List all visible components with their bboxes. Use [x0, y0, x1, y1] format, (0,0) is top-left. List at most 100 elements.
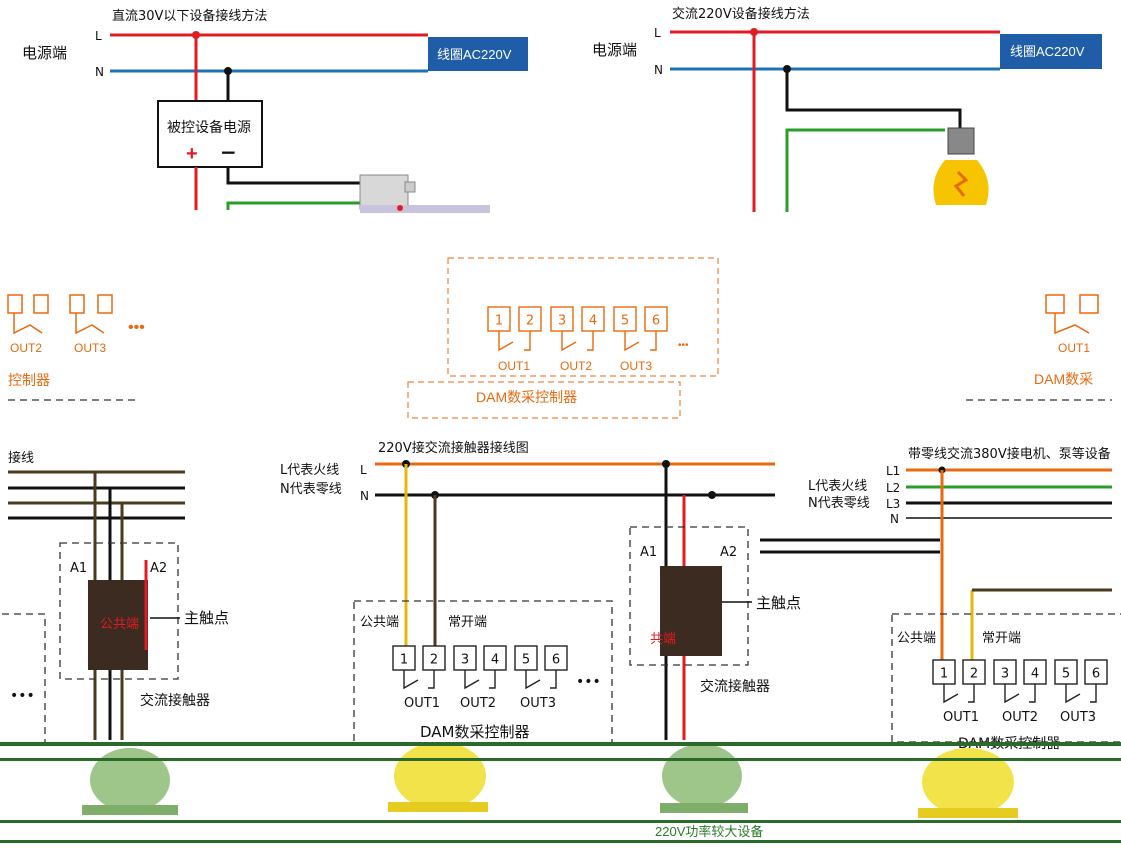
relay-switch [587, 331, 594, 351]
power-supply-box [157, 100, 263, 168]
out-label: OUT1 [498, 359, 530, 373]
panel-title: 220V接交流接触器接线图 [378, 440, 529, 456]
relay-switch [498, 331, 514, 352]
main-contact-label: 主触点 [756, 594, 801, 612]
terminal-box [962, 659, 986, 685]
a1-label: A1 [640, 545, 657, 560]
common-label: 公共端 [360, 615, 399, 630]
terminal-number: 1 [400, 652, 408, 667]
wire [226, 201, 362, 210]
out-label: OUT2 [460, 696, 496, 711]
device-label: 220V功率较大设备 [655, 824, 763, 839]
contactor-label: 交流接触器 [700, 678, 770, 695]
terminal-number: 5 [522, 652, 530, 667]
relay-switch [561, 331, 577, 352]
terminal-number: 2 [970, 666, 978, 681]
ground-band [0, 742, 1121, 843]
terminal-box [518, 306, 542, 332]
main-contact-label: 主触点 [184, 609, 229, 627]
out-label: OUT2 [560, 359, 592, 373]
terminal-box [422, 645, 446, 671]
terminal-number: 1 [495, 313, 503, 328]
power-label: 电源端 [22, 44, 67, 62]
fire-label: L代表火线 [808, 479, 867, 494]
relay-switch [403, 670, 419, 690]
line-n-label: N [95, 65, 104, 79]
light-bulb-icon [933, 127, 989, 205]
out-label: OUT2 [10, 341, 42, 355]
terminal-number: 4 [491, 652, 499, 667]
out-label: OUT3 [520, 696, 556, 711]
terminal-box [581, 306, 605, 332]
psu-title: 被控设备电源 [167, 119, 251, 136]
relay-switch [1029, 684, 1036, 703]
out-label: OUT1 [943, 710, 979, 725]
controller-label: 控制器 [8, 372, 50, 388]
wire [226, 167, 365, 185]
coil-label: 线圈AC220V [437, 47, 512, 62]
normally-open-label: 常开端 [982, 631, 1021, 646]
terminal-box [1023, 659, 1047, 685]
relay-switch [943, 684, 959, 704]
motor-icon [918, 748, 1018, 818]
common-label: 共端 [650, 631, 676, 646]
motor-icon [660, 744, 748, 813]
relay-switch [1004, 684, 1020, 704]
out-label: OUT3 [74, 341, 106, 355]
terminal-box [483, 645, 507, 671]
ellipsis: ••• [128, 319, 145, 336]
out-label: OUT3 [620, 359, 652, 373]
contactor-body [88, 580, 148, 670]
terminal-box [1084, 659, 1108, 685]
n-label: N [890, 512, 899, 526]
relay-switch [489, 670, 496, 689]
relay-switch [464, 670, 480, 690]
terminal-box [644, 306, 668, 332]
relay-switch [1065, 684, 1081, 704]
coil-box [1000, 34, 1102, 69]
line-n-label: N [360, 489, 369, 503]
relay-switch [525, 670, 541, 690]
relay-switch [1090, 684, 1097, 703]
out-label: OUT2 [1002, 710, 1038, 725]
out-label: OUT1 [404, 696, 440, 711]
ellipsis: ••• [678, 340, 689, 351]
l1-label: L1 [886, 464, 900, 478]
terminal-number: 4 [589, 313, 597, 328]
relay-switch [524, 331, 531, 351]
line-n-label: N [654, 63, 663, 77]
right-controller-partial: OUT1 DAM数采 [966, 294, 1112, 401]
l2-label: L2 [886, 481, 900, 495]
relay-switch [624, 331, 640, 352]
line-l-label: L [360, 463, 367, 477]
coil-label: 线圈AC220V [1010, 44, 1085, 59]
line-l-label: L [654, 26, 661, 40]
plus-sign: + [186, 143, 198, 165]
controller-label: DAM数采控制器 [420, 723, 530, 741]
terminal-number: 2 [430, 652, 438, 667]
terminal-number: 5 [1062, 666, 1070, 681]
out-label: OUT1 [1058, 341, 1090, 355]
coil-box [428, 37, 528, 71]
motor-icon [82, 748, 178, 815]
common-label: 公共端 [897, 631, 936, 646]
terminal-box [544, 645, 568, 671]
a2-label: A2 [150, 561, 167, 576]
out-label: OUT3 [1060, 710, 1096, 725]
terminal-number: 1 [940, 666, 948, 681]
zero-label: N代表零线 [808, 496, 870, 511]
normally-open-label: 常开端 [448, 615, 487, 630]
panel-dc30v: 直流30V以下设备接线方法 电源端 L N 线圈AC220V 被控设备电源 + … [22, 8, 528, 213]
controller-label: DAM数采 [1034, 371, 1093, 387]
ellipsis: ••• [10, 688, 35, 704]
controller-label: DAM数采控制器 [476, 389, 577, 405]
panel-title: 交流220V设备接线方法 [672, 6, 810, 22]
device-icon [359, 174, 490, 213]
left-controller-partial: OUT2 OUT3 ••• 控制器 [7, 294, 145, 401]
terminal-number: 3 [1001, 666, 1009, 681]
contactor-label: 交流接触器 [140, 692, 210, 709]
a1-label: A1 [70, 561, 87, 576]
